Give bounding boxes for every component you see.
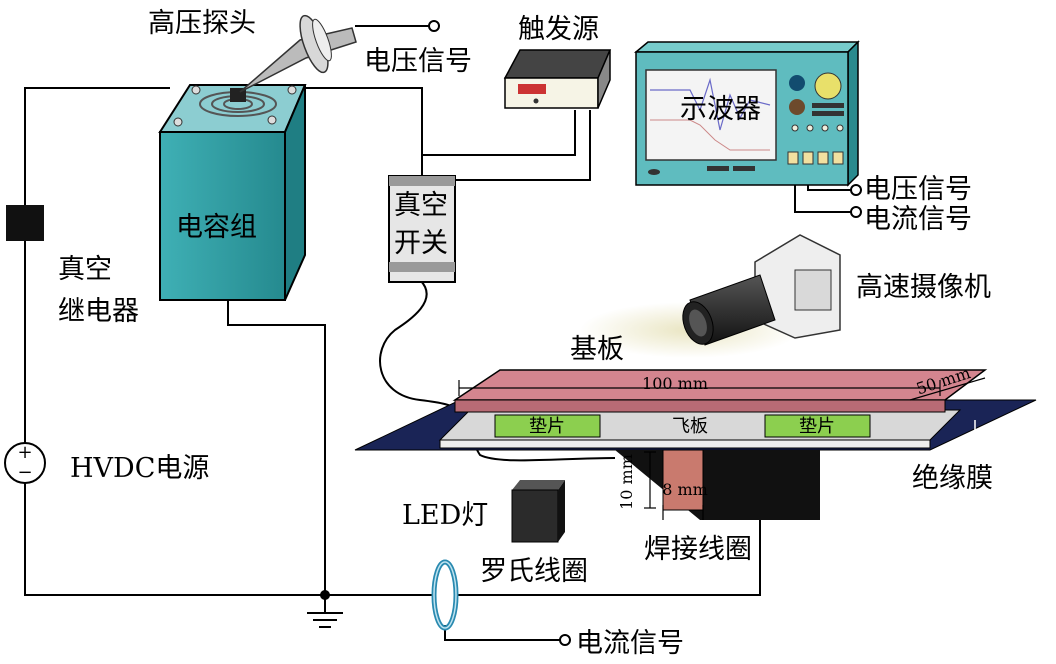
label-substrate: 基板: [570, 334, 624, 365]
svg-text:垫片: 垫片: [799, 416, 835, 437]
trigger-source-unit: [503, 49, 612, 109]
label-led: LED灯: [402, 500, 488, 531]
label-oscilloscope: 示波器: [680, 94, 761, 125]
label-voltage-signal-top: 电压信号: [364, 46, 472, 77]
welding-stage: 垫片 垫片 飞板 100 mm 50 mm 10 mm 8 mm: [354, 363, 1037, 520]
label-rogowski: 罗氏线圈: [480, 556, 588, 587]
spacer-left: [494, 414, 601, 438]
label-relay-1: 真空: [58, 254, 112, 285]
label-insulation: 绝缘膜: [912, 463, 993, 494]
dim-coil-width: 8 mm: [662, 480, 708, 499]
svg-text:−: −: [17, 462, 32, 483]
label-relay-2: 继电器: [58, 296, 139, 327]
label-voltage-signal-right: 电压信号: [864, 174, 972, 205]
label-weld-coil: 焊接线圈: [644, 534, 752, 565]
high-speed-camera: [580, 234, 841, 358]
label-current-signal-bottom: 电流信号: [576, 628, 684, 659]
ground-symbol: [307, 590, 343, 628]
weld-coil: [662, 449, 704, 511]
vacuum-switch: 真空 开关: [388, 175, 456, 283]
capacitor-bank: [158, 84, 307, 301]
label-current-signal-right: 电流信号: [864, 204, 972, 235]
label-probe: 高压探头: [148, 8, 256, 39]
label-trigger: 触发源: [518, 14, 599, 45]
label-power: HVDC电源: [70, 453, 209, 484]
led-lamp: [511, 480, 565, 543]
high-voltage-probe: [239, 14, 357, 93]
flyer-label: 飞板: [672, 416, 708, 437]
hvdc-source-symbol: + −: [4, 442, 46, 484]
dim-length: 100 mm: [642, 374, 708, 393]
terminal-scope-voltage: [850, 184, 862, 196]
vacuum-switch-label-2: 开关: [394, 228, 448, 259]
rogowski-coil: [431, 559, 459, 631]
terminal-scope-current: [850, 206, 862, 218]
svg-text:垫片: 垫片: [529, 416, 565, 437]
terminal-rogowski: [559, 634, 571, 646]
labels: 高压探头 电压信号 触发源 示波器 电压信号 电流信号 电容组 真空 继电器 高…: [58, 8, 993, 659]
terminal-probe: [428, 20, 440, 32]
svg-text:+: +: [17, 442, 32, 463]
substrate-plate: [452, 369, 988, 401]
label-capacitor: 电容组: [176, 212, 257, 243]
dim-coil-height: 10 mm: [617, 454, 636, 510]
spacer-right: [764, 414, 871, 438]
signal-terminals: [428, 20, 862, 646]
vacuum-switch-label-1: 真空: [394, 190, 448, 221]
label-camera: 高速摄像机: [856, 272, 991, 303]
vacuum-relay-block: [6, 205, 44, 241]
oscilloscope: [633, 40, 860, 187]
